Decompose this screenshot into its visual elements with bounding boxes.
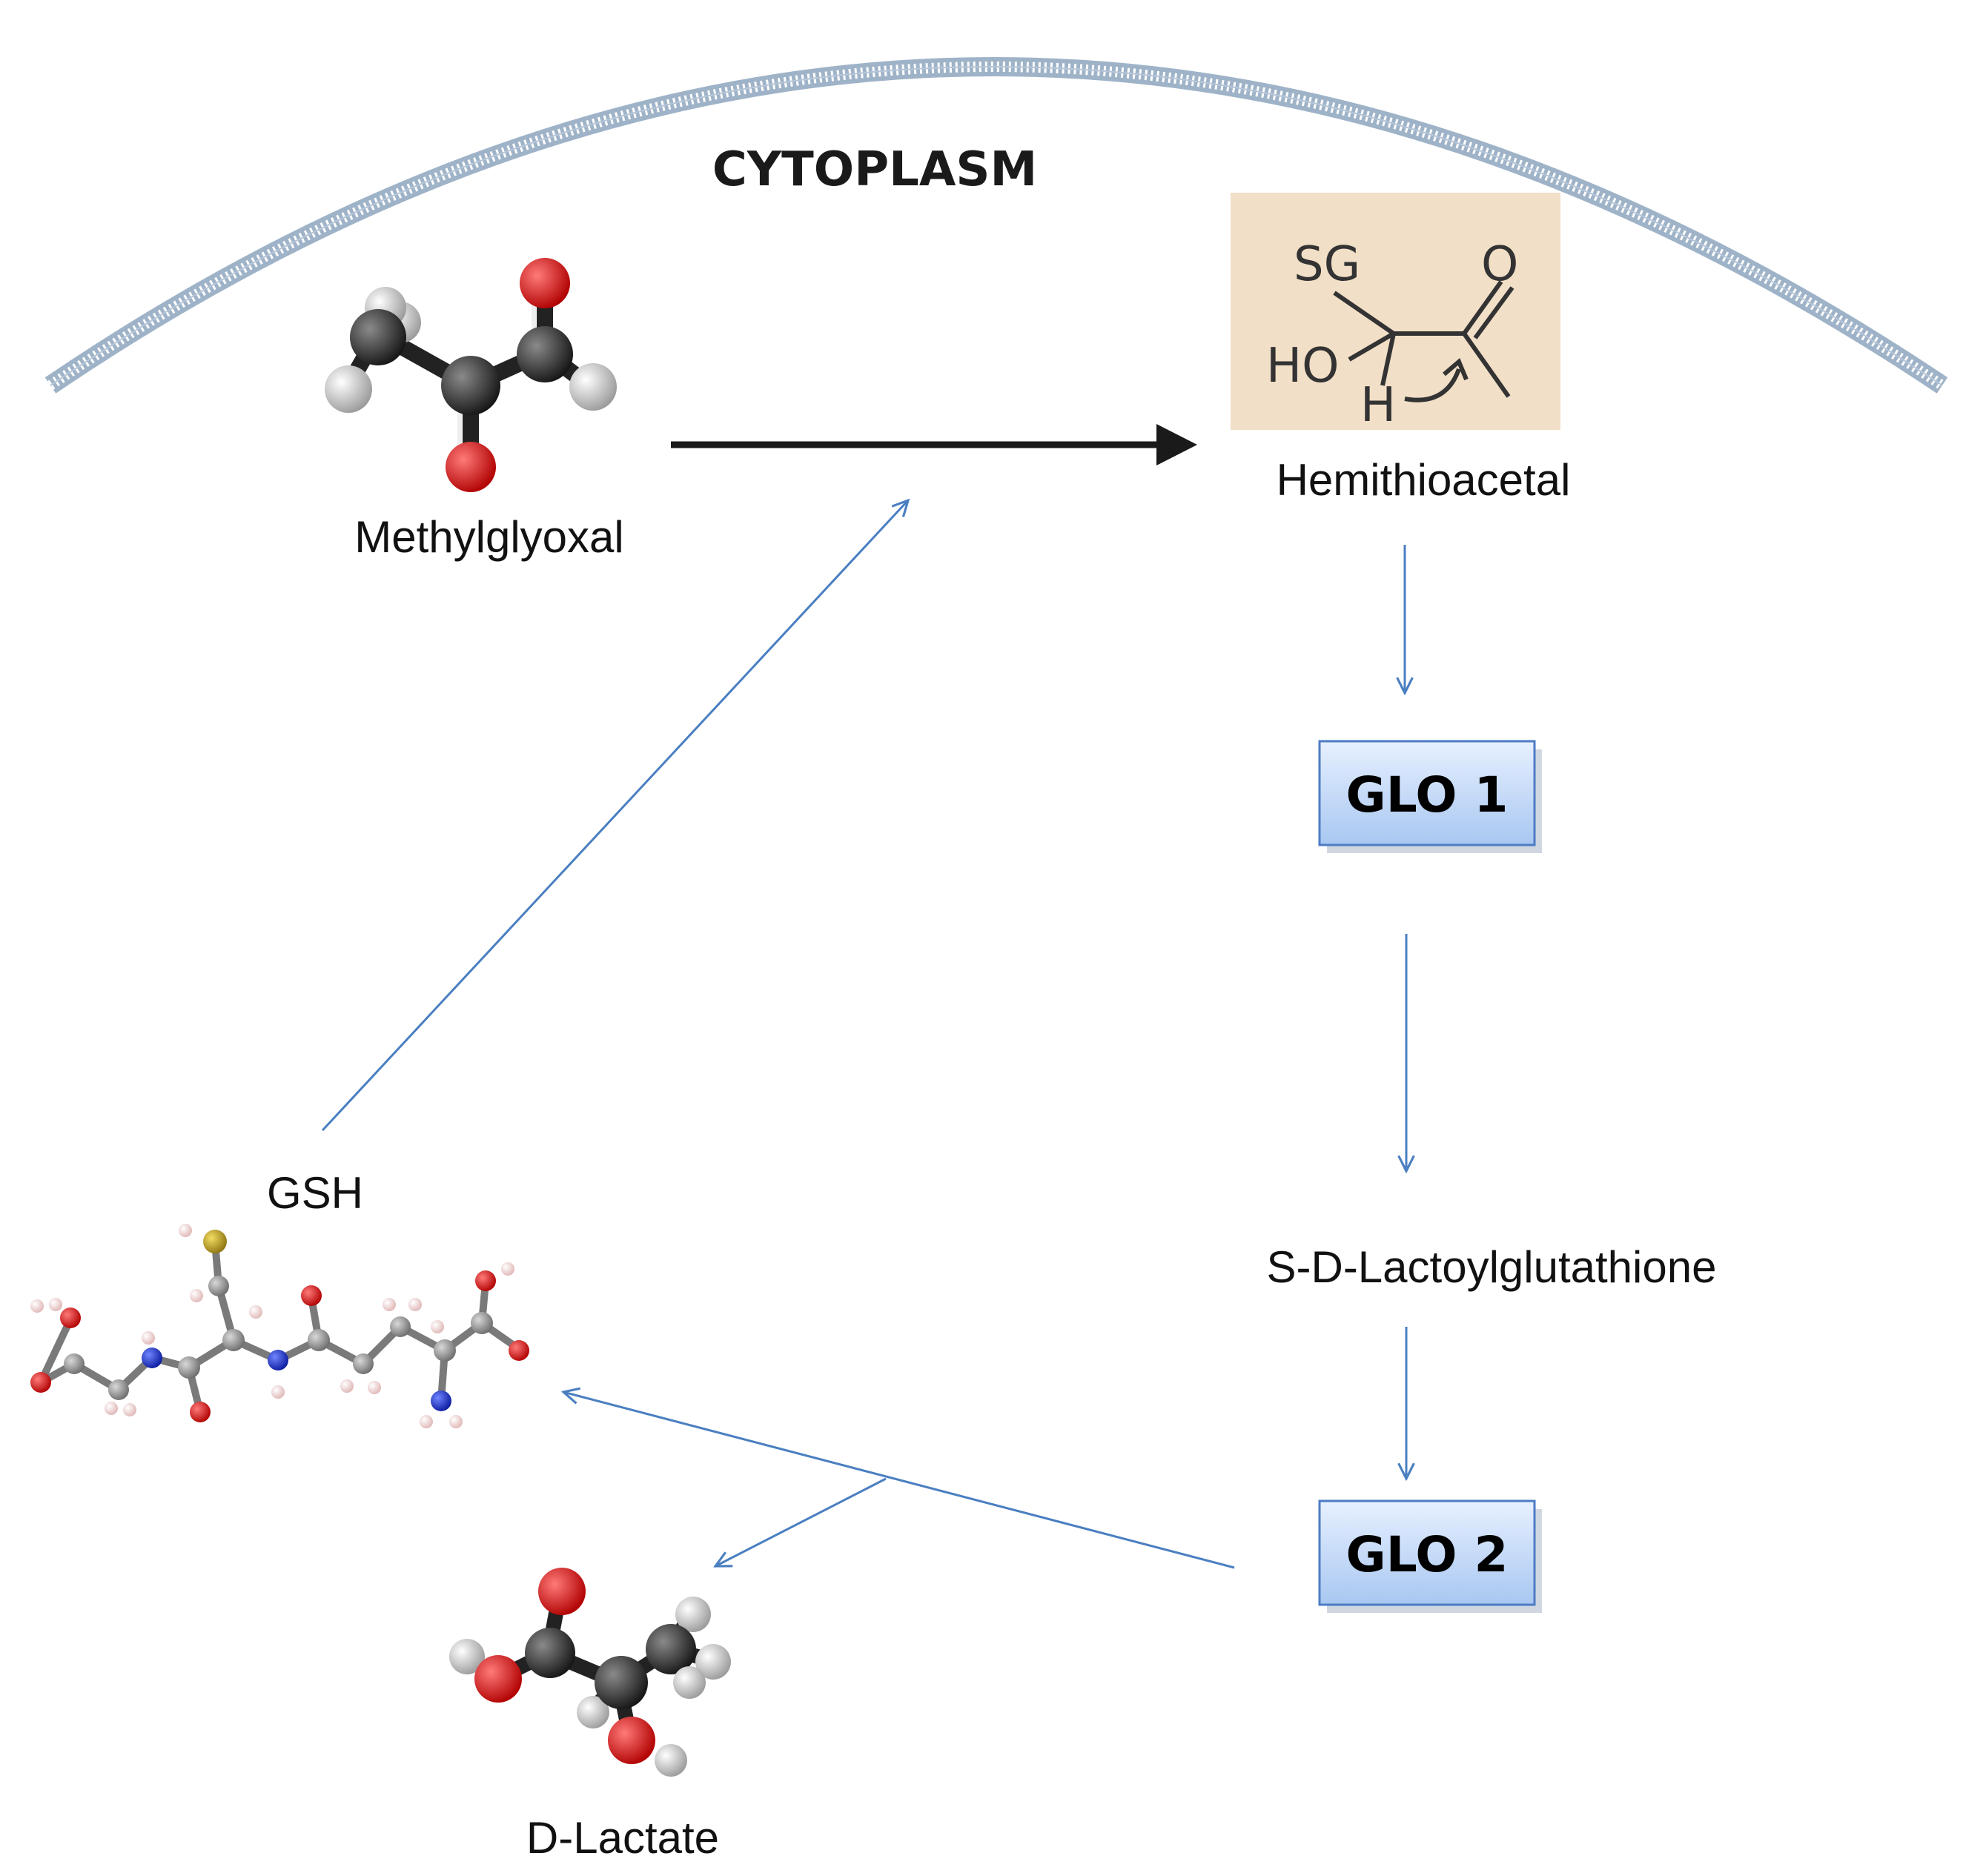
methylglyoxal-label: Methylglyoxal — [354, 512, 624, 562]
arrow-gsh-recycle — [321, 500, 908, 1132]
glo2-label: GLO 2 — [1346, 1526, 1509, 1583]
arrow-to-d-lactate — [715, 1477, 887, 1566]
lactoylglutathione-label: S-D-Lactoylglutathione — [1266, 1242, 1716, 1292]
glo1-label: GLO 1 — [1346, 766, 1509, 823]
compartment-label: CYTOPLASM — [712, 142, 1037, 197]
glo1-enzyme-box: GLO 1 — [1318, 740, 1542, 853]
hydrogen-label: H — [1360, 378, 1396, 433]
methylglyoxal-molecule — [325, 258, 617, 492]
gsh-molecule — [30, 1224, 529, 1428]
hemithioacetal-structure: SG O HO H — [1231, 193, 1560, 433]
cell-membrane — [44, 57, 1948, 394]
glo2-enzyme-box: GLO 2 — [1318, 1499, 1542, 1613]
d-lactate-label: D-Lactate — [526, 1813, 719, 1863]
hydroxyl-label: HO — [1266, 339, 1340, 394]
pathway-arrows — [321, 500, 1406, 1569]
d-lactate-molecule — [449, 1568, 731, 1777]
hemithioacetal-label: Hemithioacetal — [1277, 455, 1571, 505]
main-reaction-arrow — [671, 424, 1197, 465]
gsh-label: GSH — [267, 1168, 363, 1218]
sg-group-label: SG — [1294, 237, 1360, 292]
arrow-glo2-to-gsh — [563, 1392, 1235, 1569]
